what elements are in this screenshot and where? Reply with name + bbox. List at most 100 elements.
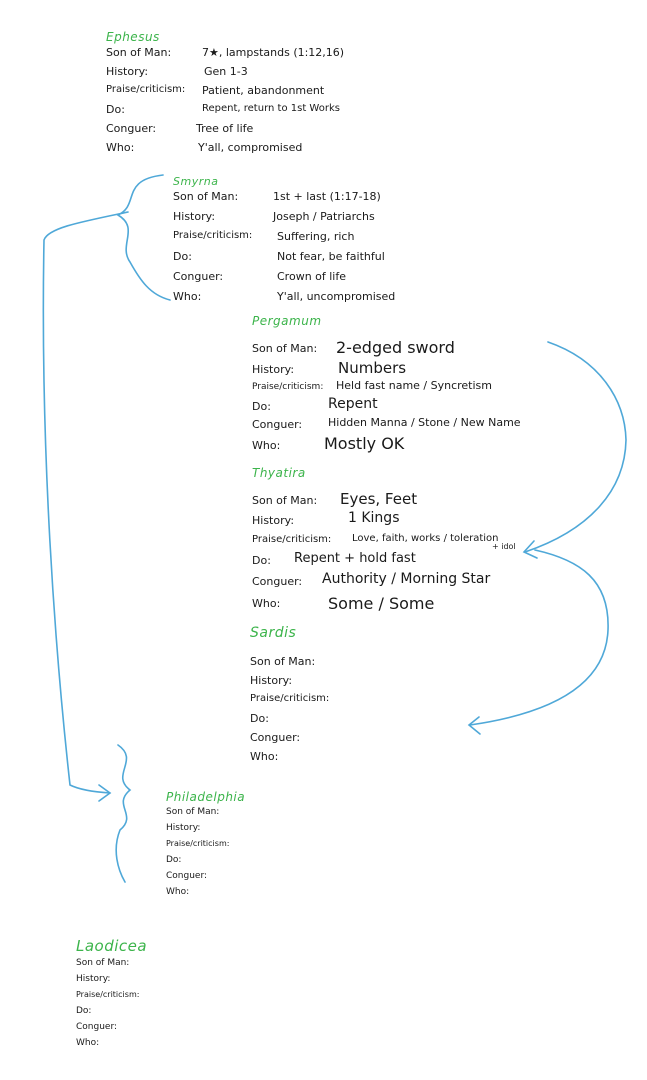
smyrna-label: Conguer:: [173, 270, 224, 283]
philadelphia-block: Philadelphia Son of Man: History: Praise…: [166, 790, 316, 903]
thyatira-row-praise: Praise/criticism: Love, faith, works / t…: [252, 530, 532, 550]
pergamum-thyatira-arrow: [524, 341, 627, 553]
sardis-label: Son of Man:: [250, 655, 316, 668]
ephesus-row-son-of-man: Son of Man: 7★, lampstands (1:12,16): [106, 46, 366, 65]
ephesus-value: Repent, return to 1st Works: [202, 103, 340, 114]
smyrna-value: Not fear, be faithful: [277, 250, 385, 263]
laodicea-block: Laodicea Son of Man: History: Praise/cri…: [76, 937, 226, 1054]
sardis-label: Do:: [250, 712, 269, 725]
ephesus-value: Y'all, compromised: [198, 141, 303, 154]
pergamum-row-history: History: Numbers: [252, 359, 542, 378]
sardis-label: History:: [250, 674, 293, 687]
pergamum-value: 2-edged sword: [336, 338, 455, 357]
thyatira-label: History:: [252, 514, 295, 527]
smyrna-value: Crown of life: [277, 270, 347, 283]
smyrna-value: Joseph / Patriarchs: [273, 210, 375, 223]
philadelphia-title: Philadelphia: [166, 790, 246, 804]
thyatira-value: 1 Kings: [348, 510, 400, 526]
laodicea-label: Conguer:: [76, 1022, 118, 1032]
pergamum-block: Pergamum Son of Man: 2-edged sword Histo…: [252, 314, 542, 456]
laodicea-label: Son of Man:: [76, 958, 130, 968]
ephesus-value: 7★, lampstands (1:12,16): [202, 46, 345, 59]
pergamum-label: Praise/criticism:: [252, 382, 324, 392]
philadelphia-label: Do:: [166, 855, 182, 865]
thyatira-value: Authority / Morning Star: [322, 571, 491, 587]
ephesus-row-do: Do: Repent, return to 1st Works: [106, 103, 366, 122]
laodicea-title: Laodicea: [76, 937, 148, 955]
pergamum-value: Held fast name / Syncretism: [336, 379, 492, 392]
smyrna-brace: [116, 174, 171, 301]
smyrna-row-who: Who: Y'all, uncompromised: [173, 290, 433, 310]
pergamum-title: Pergamum: [252, 314, 322, 328]
thyatira-sardis-arrow: [469, 549, 609, 726]
ephesus-label: Conguer:: [106, 122, 157, 135]
smyrna-row-son-of-man: Son of Man: 1st + last (1:17-18): [173, 190, 433, 210]
pergamum-row-conquer: Conguer: Hidden Manna / Stone / New Name: [252, 414, 542, 434]
smyrna-title: Smyrna: [173, 175, 219, 188]
thyatira-sardis-arrowhead: [467, 716, 481, 735]
ephesus-row-conquer: Conguer: Tree of life: [106, 122, 366, 141]
ephesus-value: Gen 1-3: [204, 65, 248, 78]
ephesus-title: Ephesus: [106, 30, 160, 44]
thyatira-value: Some / Some: [328, 594, 435, 613]
pergamum-row-praise: Praise/criticism: Held fast name / Syncr…: [252, 378, 542, 396]
pergamum-value: Repent: [328, 396, 378, 412]
laodicea-label: Do:: [76, 1006, 92, 1016]
thyatira-block: Thyatira Son of Man: Eyes, Feet History:…: [252, 466, 532, 614]
thyatira-value: Love, faith, works / toleration: [352, 533, 499, 544]
thyatira-value: Eyes, Feet: [340, 490, 418, 508]
laodicea-label: Praise/criticism:: [76, 990, 140, 999]
ephesus-row-history: History: Gen 1-3: [106, 65, 366, 84]
sardis-label: Who:: [250, 750, 279, 763]
ephesus-value: Patient, abandonment: [202, 84, 325, 97]
ephesus-label: Praise/criticism:: [106, 84, 186, 95]
smyrna-value: Suffering, rich: [277, 230, 355, 243]
pergamum-thyatira-arrowhead: [522, 540, 538, 559]
pergamum-row-son-of-man: Son of Man: 2-edged sword: [252, 338, 542, 359]
thyatira-value: Repent + hold fast: [294, 551, 416, 566]
ephesus-label: Son of Man:: [106, 46, 172, 59]
thyatira-idol-note: + idol: [492, 542, 516, 551]
sardis-title: Sardis: [250, 625, 297, 641]
pergamum-label: History:: [252, 363, 295, 376]
thyatira-label: Son of Man:: [252, 494, 318, 507]
smyrna-value: Y'all, uncompromised: [277, 290, 396, 303]
smyrna-label: Praise/criticism:: [173, 230, 253, 241]
sardis-label: Praise/criticism:: [250, 693, 330, 704]
thyatira-label: Who:: [252, 597, 281, 610]
left-long-arrowhead: [98, 784, 112, 802]
laodicea-label: Who:: [76, 1038, 100, 1048]
ephesus-block: Ephesus Son of Man: 7★, lampstands (1:12…: [106, 30, 366, 160]
smyrna-row-praise: Praise/criticism: Suffering, rich: [173, 230, 433, 250]
smyrna-row-history: History: Joseph / Patriarchs: [173, 210, 433, 230]
ephesus-label: History:: [106, 65, 149, 78]
ephesus-label: Do:: [106, 103, 125, 116]
pergamum-label: Who:: [252, 439, 281, 452]
ephesus-row-who: Who: Y'all, compromised: [106, 141, 366, 160]
pergamum-row-who: Who: Mostly OK: [252, 434, 542, 456]
philadelphia-label: Son of Man:: [166, 807, 220, 817]
smyrna-row-conquer: Conguer: Crown of life: [173, 270, 433, 290]
smyrna-label: Who:: [173, 290, 202, 303]
thyatira-label: Do:: [252, 554, 271, 567]
smyrna-value: 1st + last (1:17-18): [273, 190, 381, 203]
thyatira-row-who: Who: Some / Some: [252, 592, 532, 614]
philadelphia-label: History:: [166, 823, 201, 833]
pergamum-value: Numbers: [338, 359, 407, 377]
pergamum-value: Hidden Manna / Stone / New Name: [328, 416, 521, 429]
philadelphia-label: Who:: [166, 887, 190, 897]
ephesus-row-praise: Praise/criticism: Patient, abandonment: [106, 84, 366, 103]
thyatira-label: Conguer:: [252, 575, 303, 588]
pergamum-label: Do:: [252, 400, 271, 413]
thyatira-row-conquer: Conguer: Authority / Morning Star: [252, 570, 532, 592]
philadelphia-label: Praise/criticism:: [166, 839, 230, 848]
smyrna-label: Do:: [173, 250, 192, 263]
pergamum-label: Son of Man:: [252, 342, 318, 355]
left-long-arrow: [42, 211, 129, 794]
thyatira-label: Praise/criticism:: [252, 534, 332, 545]
ephesus-label: Who:: [106, 141, 135, 154]
ephesus-value: Tree of life: [196, 122, 254, 135]
laodicea-label: History:: [76, 974, 111, 984]
sardis-block: Sardis Son of Man: History: Praise/criti…: [250, 625, 400, 769]
